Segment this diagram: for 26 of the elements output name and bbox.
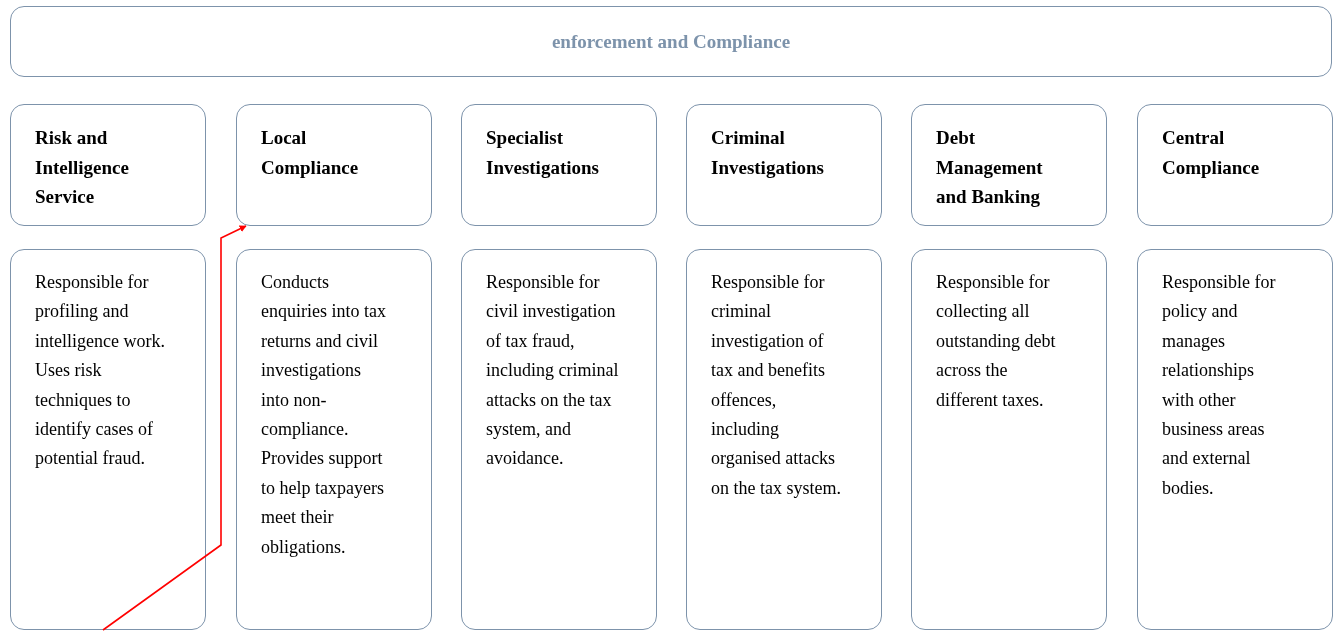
description-box (236, 249, 432, 630)
unit-description: Conducts enquiries into tax returns and civil investigations into non-compliance. Provides support to help taxpayers meet their obligations. (261, 271, 386, 559)
unit-description: Responsible for criminal investigation of tax and benefits offences, including organised attacks on the tax system. (711, 271, 842, 500)
description-box (10, 249, 206, 630)
unit-name: Criminal Investigations (711, 126, 825, 180)
unit-description: Responsible for collecting all outstanding debt across the different taxes. (936, 271, 1057, 412)
unit-name: Specialist Investigations (486, 126, 600, 180)
unit-description: Responsible for civil investigation of tax fraud, including criminal attacks on the tax system, and avoidance. (486, 271, 620, 471)
description-box (686, 249, 882, 630)
unit-description: Responsible for profiling and intelligence work. Uses risk techniques to identify cases of potential fraud. (35, 271, 166, 471)
description-box (911, 249, 1107, 630)
unit-description: Responsible for policy and manages relationships with other business areas and external bodies. (1162, 271, 1277, 500)
unit-name: Local Compliance (261, 126, 360, 180)
unit-name: Debt Management and Banking (936, 126, 1044, 209)
unit-header-box (461, 104, 657, 226)
title-text: enforcement and Compliance (551, 30, 791, 53)
unit-header-box (10, 104, 206, 226)
unit-name: Central Compliance (1162, 126, 1261, 180)
description-box (461, 249, 657, 630)
unit-header-box (1137, 104, 1333, 226)
unit-header-box (911, 104, 1107, 226)
unit-header-box (236, 104, 432, 226)
description-box (1137, 249, 1333, 630)
unit-name: Risk and Intelligence Service (35, 126, 130, 209)
title-box (10, 6, 1332, 77)
unit-header-box (686, 104, 882, 226)
